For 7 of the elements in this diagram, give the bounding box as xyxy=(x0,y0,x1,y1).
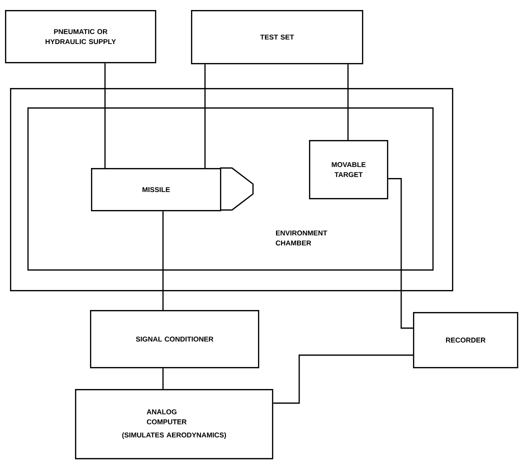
connector-line xyxy=(347,64,349,140)
connector-line xyxy=(204,64,206,168)
connector-line xyxy=(162,211,164,310)
connector-line xyxy=(104,63,106,168)
connector-line xyxy=(388,178,413,329)
connector-line xyxy=(162,368,164,389)
connector-line xyxy=(273,354,413,404)
